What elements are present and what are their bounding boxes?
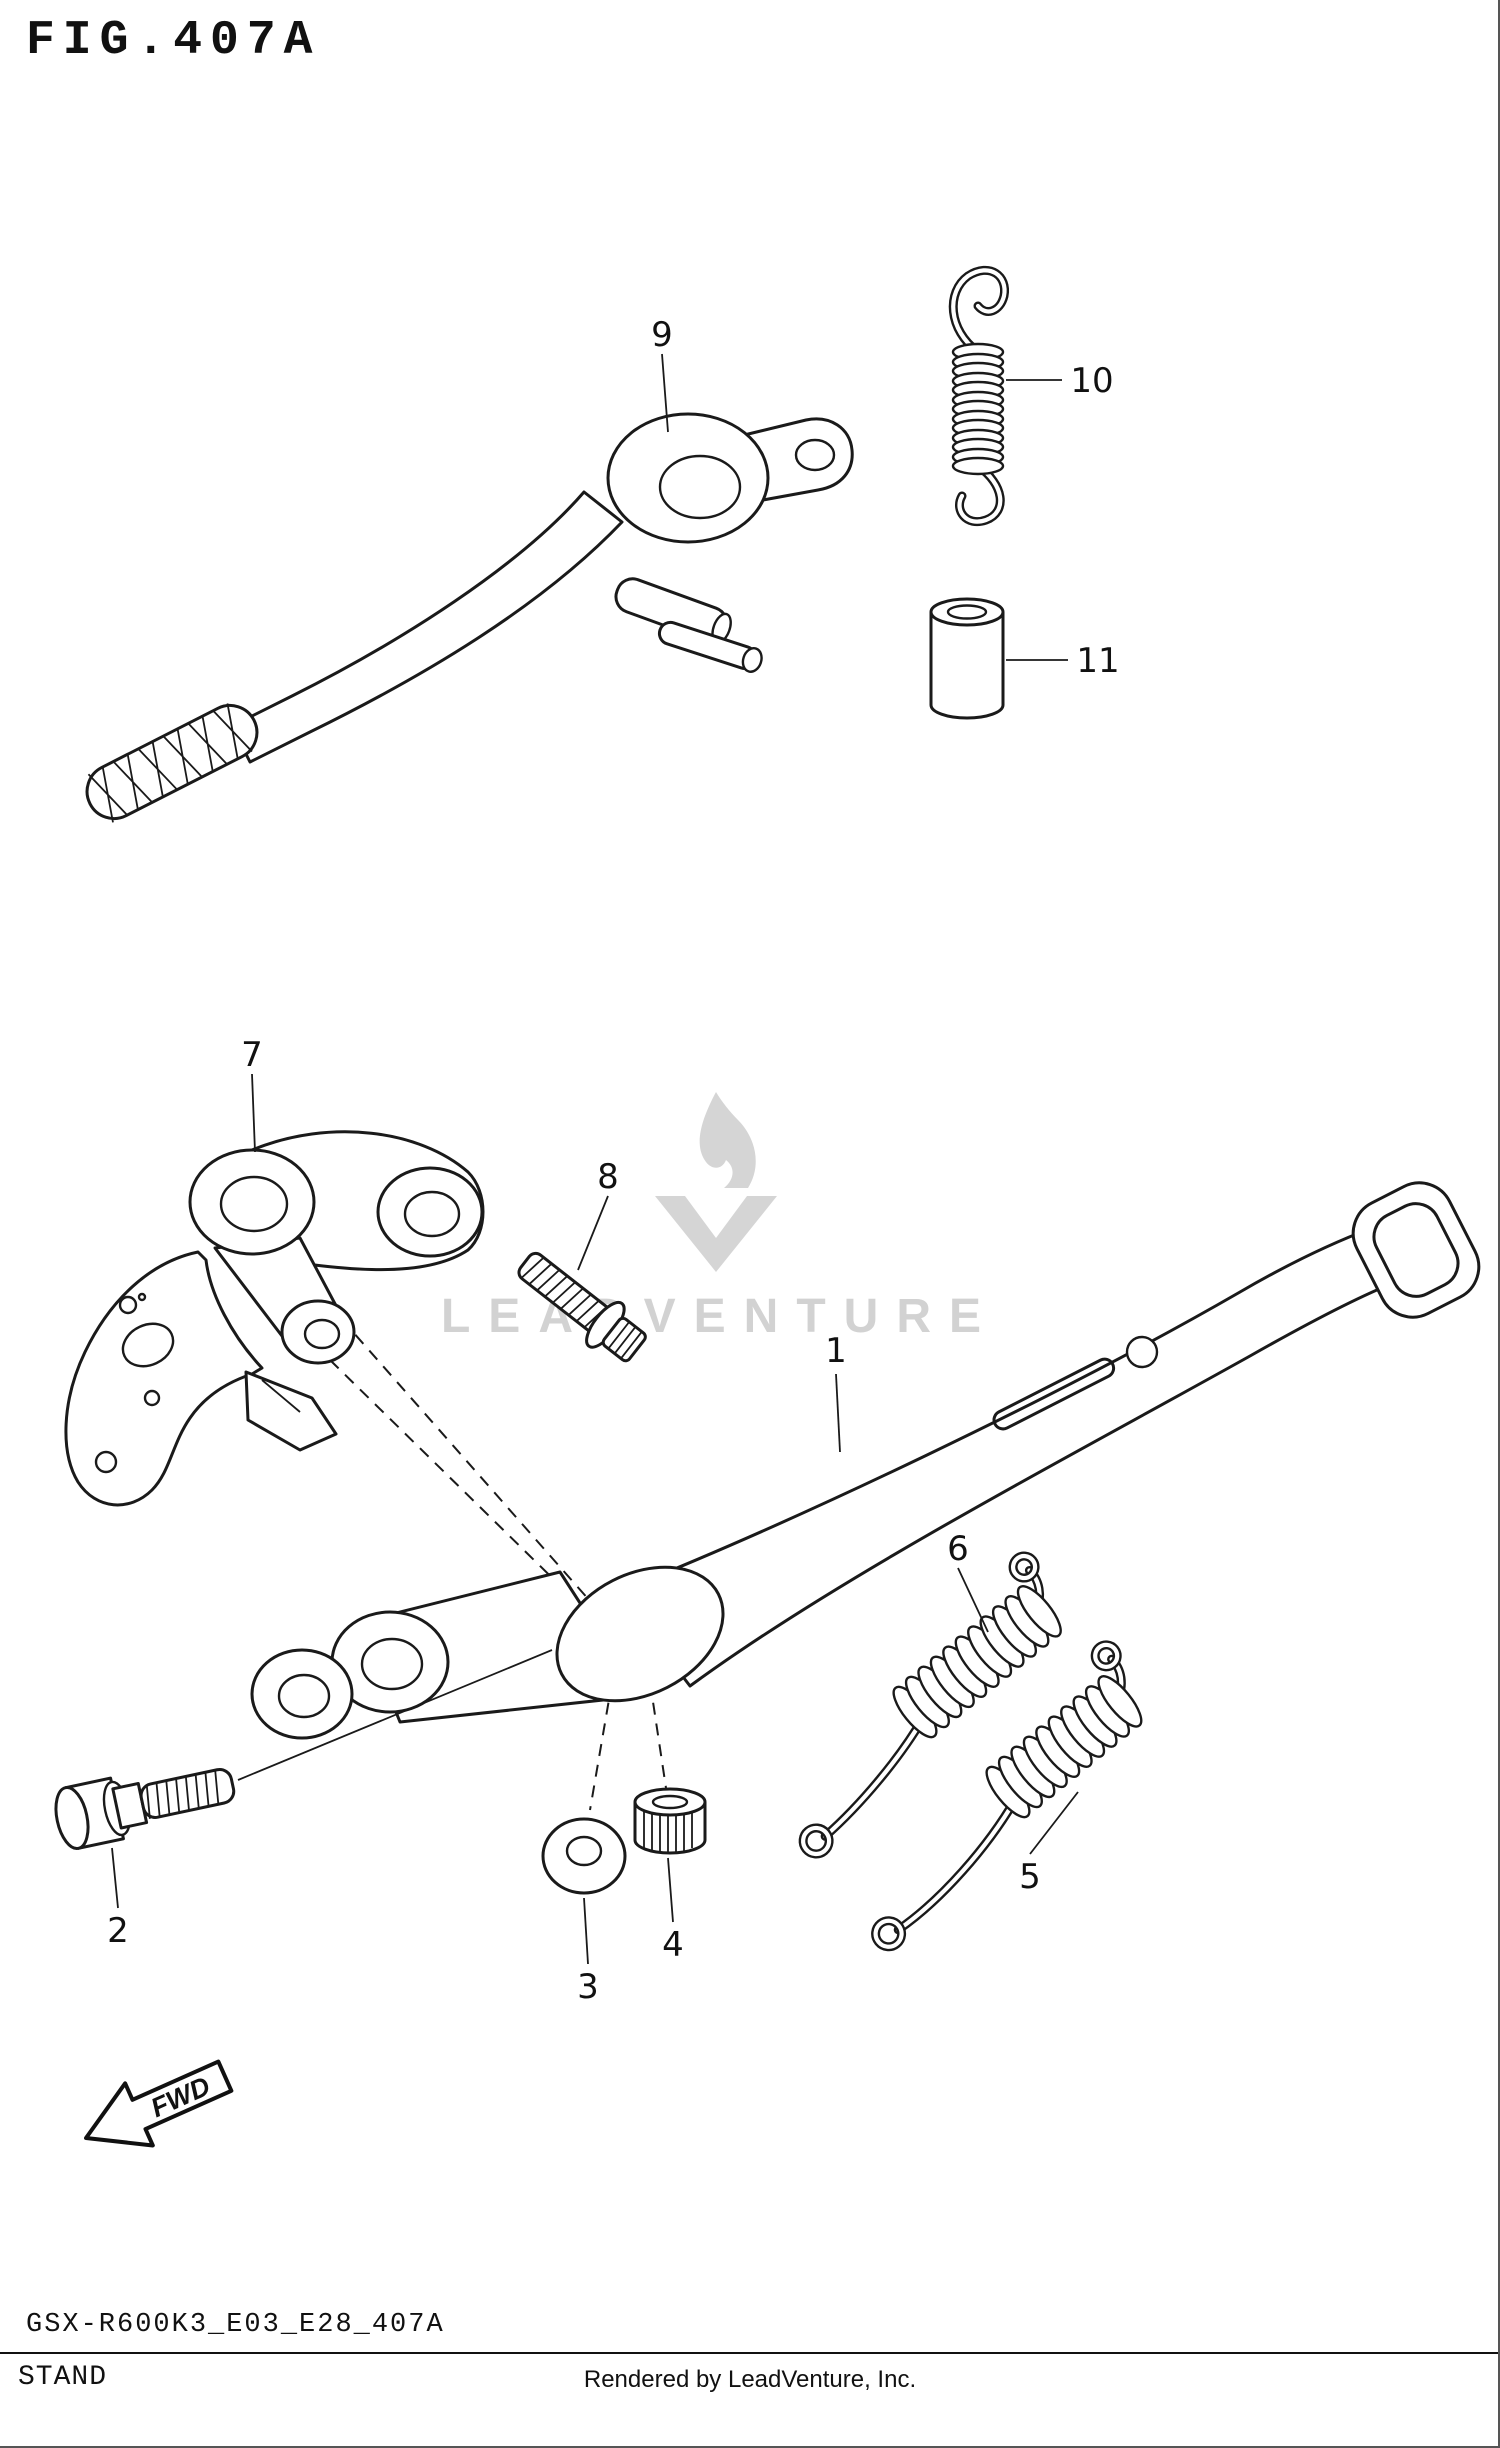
part-4-nut-drawing [633, 1787, 707, 1855]
leader-5 [1029, 1791, 1079, 1855]
figure-code: GSX-R600K3_E03_E28_407A [26, 2310, 445, 2340]
footer-divider [0, 2352, 1498, 2354]
render-credit: Rendered by LeadVenture, Inc. [583, 2366, 917, 2393]
watermark-v-icon [655, 1196, 777, 1272]
callout-numbers: 1 2 3 4 5 6 7 8 9 10 11 [107, 315, 1119, 2007]
leader-6 [957, 1567, 989, 1633]
part-5-spring-drawing [871, 1640, 1143, 1952]
projection-line [649, 1681, 667, 1789]
leader-4 [667, 1857, 674, 1923]
part-2-bolt-drawing [54, 1649, 553, 1850]
callout-4[interactable]: 4 [662, 1925, 684, 1965]
leadventure-watermark: LEADVENTURE [441, 1092, 999, 1343]
fwd-arrow: FWD [84, 2059, 234, 2148]
callout-7[interactable]: 7 [241, 1035, 263, 1075]
projection-line [285, 1255, 613, 1627]
callout-leaders [111, 353, 1079, 1965]
fwd-arrow-shape [84, 2059, 234, 2148]
leader-9 [661, 353, 669, 433]
part-1-stand-drawing [250, 1181, 1481, 1740]
assembly-name: STAND [18, 2362, 108, 2393]
leader-8 [577, 1195, 609, 1271]
leader-2 [111, 1847, 119, 1909]
leader-3 [583, 1897, 589, 1965]
callout-6[interactable]: 6 [947, 1529, 969, 1569]
part-6-spring-drawing [798, 1551, 1062, 1859]
part-7-bracket-drawing [64, 1130, 485, 1507]
part-3-washer-drawing [541, 1817, 627, 1895]
callout-10[interactable]: 10 [1070, 361, 1113, 401]
part-8-bolt-drawing [517, 1251, 647, 1363]
figure-title: FIG.407A [26, 14, 321, 68]
callout-3[interactable]: 3 [577, 1967, 599, 2007]
part-11-collar-drawing [929, 597, 1005, 720]
leader-1 [835, 1373, 841, 1453]
watermark-text: LEADVENTURE [441, 1290, 999, 1343]
callout-5[interactable]: 5 [1019, 1857, 1041, 1897]
callout-1[interactable]: 1 [825, 1331, 847, 1371]
callout-9[interactable]: 9 [651, 315, 673, 355]
part-9-pedal-drawing [85, 412, 854, 823]
callout-11[interactable]: 11 [1076, 641, 1119, 681]
leader-7 [251, 1073, 256, 1153]
part-10-spring-drawing [948, 266, 1010, 527]
projection-line [589, 1681, 613, 1811]
callout-8[interactable]: 8 [597, 1157, 619, 1197]
callout-2[interactable]: 2 [107, 1911, 129, 1951]
watermark-flame-icon [699, 1092, 756, 1188]
